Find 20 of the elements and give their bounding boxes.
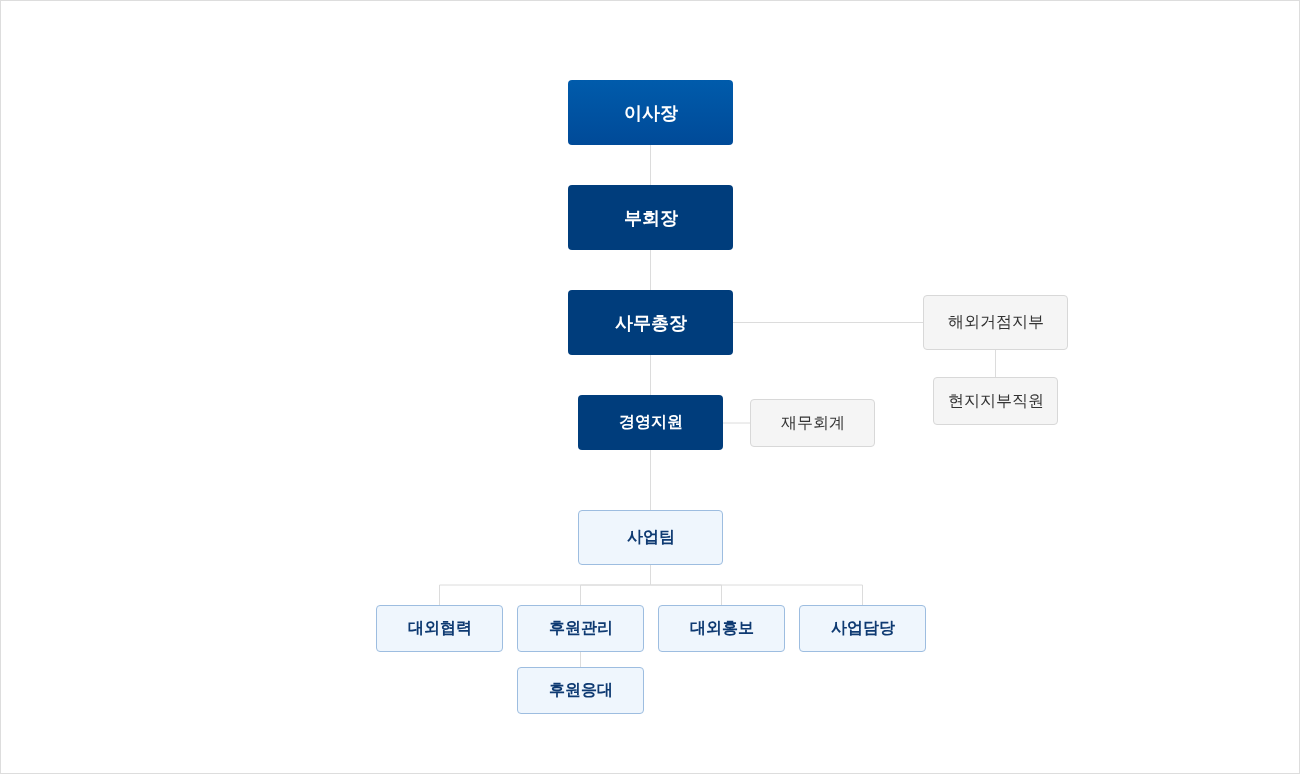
chart-box: 사업담당 bbox=[799, 605, 926, 652]
chart-box: 경영지원 bbox=[578, 395, 723, 450]
chart-box: 대외홍보 bbox=[658, 605, 785, 652]
connector-line bbox=[650, 449, 651, 511]
connector-line bbox=[650, 249, 651, 291]
chart-box: 후원응대 bbox=[517, 667, 644, 714]
chart-box: 현지지부직원 bbox=[933, 377, 1058, 425]
chart-box: 사업팀 bbox=[578, 510, 723, 565]
chart-box: 해외거점지부 bbox=[923, 295, 1068, 350]
chart-box: 부회장 bbox=[568, 185, 733, 250]
chart-box: 대외협력 bbox=[376, 605, 503, 652]
chart-box: 사무총장 bbox=[568, 290, 733, 355]
connector-line bbox=[732, 322, 924, 323]
chart-box: 재무회계 bbox=[750, 399, 875, 447]
connector-line bbox=[580, 651, 581, 668]
chart-box: 이사장 bbox=[568, 80, 733, 145]
connector-line bbox=[650, 354, 651, 396]
chart-box: 후원관리 bbox=[517, 605, 644, 652]
connector-line bbox=[650, 144, 651, 186]
connector-line bbox=[995, 349, 996, 378]
